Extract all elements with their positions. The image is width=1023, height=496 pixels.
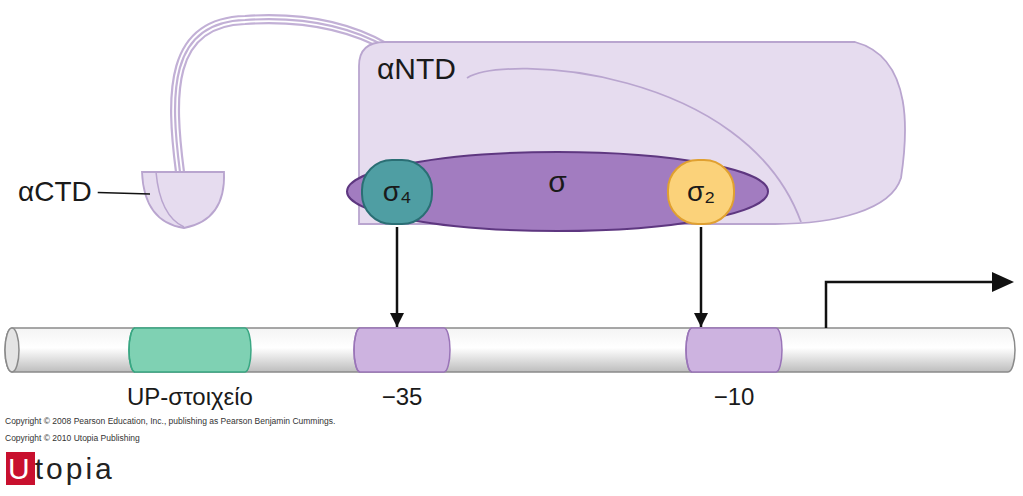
node-label: σ₄ — [383, 177, 412, 208]
band-edge — [354, 328, 360, 372]
copyright-note: Copyright © 2010 Utopia Publishing — [5, 433, 140, 443]
transcription-start-arrow — [826, 282, 994, 328]
publisher-logo: Utopia — [6, 452, 115, 486]
domain-outline — [668, 160, 734, 224]
ctd-inner — [156, 172, 184, 227]
linker-strand — [179, 23, 388, 172]
band — [354, 328, 450, 372]
node-label: −10 — [714, 384, 755, 410]
promoter-element: −35 — [360, 328, 444, 412]
band-shape — [692, 328, 776, 372]
band-shape — [123, 328, 257, 372]
dna-cylinder — [5, 328, 1015, 372]
band-shape — [360, 328, 444, 372]
copyright-note: Copyright © 2008 Pearson Education, Inc.… — [5, 416, 335, 426]
arrowhead — [992, 272, 1014, 292]
promoter-element: UP-στοιχείο — [123, 328, 257, 412]
node-label: UP-στοιχείο — [127, 384, 253, 410]
leader-line — [98, 192, 150, 194]
node-label: −35 — [382, 384, 423, 410]
sigma-domain: σ₄ — [361, 159, 433, 225]
ctd-outline — [142, 172, 224, 228]
sigma-outline — [347, 152, 768, 231]
band-edge — [129, 328, 135, 372]
node-label: αCTD — [18, 177, 92, 208]
dna-end — [5, 328, 19, 372]
node-label: σ — [548, 165, 567, 198]
binding-arrow — [700, 227, 703, 327]
band-edge — [686, 328, 692, 372]
sigma-domain: σ₂ — [667, 159, 735, 225]
node-label: αNTD — [377, 52, 456, 85]
sigma-factor: σ σ₄ σ₂ — [345, 150, 770, 233]
band — [129, 328, 251, 372]
alpha-ctd-domain: αCTD — [14, 160, 228, 232]
linker — [171, 15, 388, 172]
linker-strand — [175, 19, 388, 172]
node-label: σ₂ — [687, 177, 715, 208]
binding-arrow — [396, 227, 399, 327]
promoter-element: −10 — [692, 328, 776, 412]
linker-strand — [171, 15, 388, 172]
domain-outline — [362, 160, 432, 224]
band — [686, 328, 782, 372]
